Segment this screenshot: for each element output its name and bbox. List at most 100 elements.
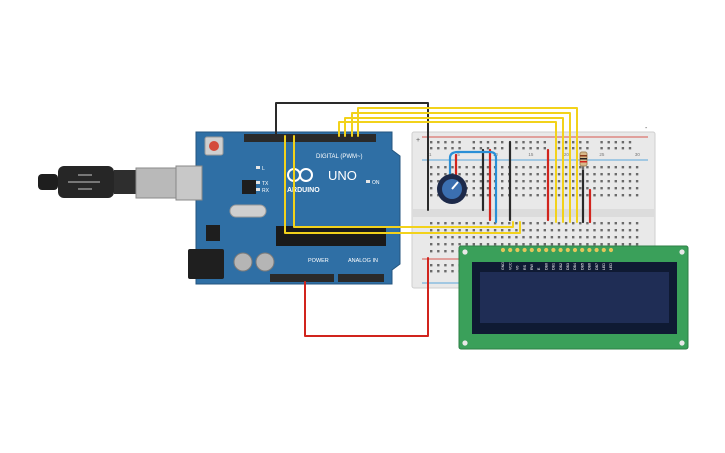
lcd-pin[interactable] bbox=[536, 247, 542, 253]
breadboard-hole bbox=[536, 187, 539, 190]
breadboard-hole bbox=[621, 236, 625, 239]
breadboard-hole bbox=[522, 166, 525, 169]
breadboard-hole bbox=[515, 141, 518, 144]
reset-button[interactable] bbox=[209, 141, 219, 151]
potentiometer[interactable] bbox=[437, 174, 467, 204]
breadboard-hole bbox=[586, 166, 589, 169]
breadboard-hole bbox=[444, 147, 447, 150]
lcd-pin[interactable] bbox=[594, 247, 599, 253]
breadboard-hole bbox=[628, 166, 632, 169]
breadboard-hole bbox=[529, 236, 532, 239]
breadboard-hole bbox=[501, 194, 504, 197]
lcd-pin[interactable] bbox=[515, 247, 520, 253]
breadboard-hole bbox=[628, 229, 632, 232]
breadboard-hole bbox=[472, 236, 475, 239]
breadboard-hole bbox=[579, 173, 582, 176]
wire-yellow-d11[interactable] bbox=[293, 135, 514, 228]
breadboard-hole bbox=[493, 222, 497, 225]
breadboard-hole bbox=[586, 229, 589, 232]
breadboard-hole bbox=[600, 147, 603, 150]
wire-yellow-d4[interactable] bbox=[344, 117, 564, 223]
breadboard-hole bbox=[444, 264, 447, 267]
breadboard-hole bbox=[486, 194, 490, 197]
breadboard-hole bbox=[501, 243, 504, 246]
breadboard-hole bbox=[607, 229, 610, 232]
breadboard-hole bbox=[536, 236, 539, 239]
breadboard-hole bbox=[479, 236, 483, 239]
wire-gnd-black[interactable] bbox=[275, 102, 429, 211]
breadboard-hole bbox=[444, 243, 447, 246]
breadboard-hole bbox=[479, 180, 483, 183]
lcd-pin[interactable] bbox=[572, 247, 578, 253]
breadboard-hole bbox=[465, 236, 468, 239]
breadboard-hole bbox=[572, 173, 575, 176]
breadboard-hole bbox=[614, 180, 617, 183]
wire-yellow-d2[interactable] bbox=[357, 107, 578, 223]
breadboard-hole bbox=[486, 236, 490, 239]
breadboard-hole bbox=[501, 141, 504, 144]
wire-yellow-d12[interactable] bbox=[284, 135, 521, 234]
breadboard-hole bbox=[600, 229, 603, 232]
breadboard-hole bbox=[501, 236, 504, 239]
lcd-pin[interactable] bbox=[580, 247, 585, 253]
breadboard-hole bbox=[628, 222, 632, 225]
breadboard-hole bbox=[550, 194, 554, 197]
breadboard-hole bbox=[536, 229, 539, 232]
breadboard-hole bbox=[564, 187, 568, 190]
breadboard-hole bbox=[564, 180, 568, 183]
wire-pot-blue[interactable] bbox=[448, 150, 498, 224]
breadboard-column-number: 15 bbox=[528, 152, 534, 157]
breadboard-hole bbox=[486, 243, 490, 246]
breadboard-hole bbox=[515, 147, 518, 150]
resistor[interactable] bbox=[579, 151, 588, 170]
breadboard-hole bbox=[550, 166, 554, 169]
wire-yellow-d5[interactable] bbox=[338, 121, 557, 223]
wires[interactable] bbox=[275, 102, 592, 337]
arduino-uno-board[interactable]: DIGITAL (PWM~) POWER ANALOG IN ARDUINO U… bbox=[175, 131, 401, 285]
usb-cable[interactable] bbox=[38, 166, 177, 199]
lcd-pin[interactable] bbox=[508, 247, 513, 253]
breadboard-hole bbox=[522, 194, 525, 197]
breadboard-hole bbox=[543, 236, 546, 239]
tx-label: TX bbox=[262, 181, 269, 187]
wire-yellow-d3[interactable] bbox=[351, 112, 571, 223]
wire-5v-red[interactable] bbox=[304, 257, 429, 337]
breadboard-hole bbox=[529, 147, 532, 150]
breadboard-hole bbox=[437, 243, 440, 246]
breadboard-hole bbox=[515, 194, 518, 197]
breadboard-hole bbox=[536, 180, 539, 183]
lcd-pin[interactable] bbox=[551, 247, 556, 253]
breadboard-hole bbox=[529, 222, 532, 225]
breadboard-hole bbox=[543, 166, 546, 169]
breadboard-hole bbox=[536, 222, 539, 225]
breadboard-hole bbox=[600, 222, 603, 225]
usb-jack bbox=[175, 165, 203, 201]
lcd-pin[interactable] bbox=[500, 247, 506, 253]
breadboard-hole bbox=[579, 236, 582, 239]
breadboard-hole bbox=[486, 187, 490, 190]
breadboard-hole bbox=[572, 147, 575, 150]
breadboard-hole bbox=[458, 243, 461, 246]
breadboard-hole bbox=[593, 173, 596, 176]
breadboard-hole bbox=[465, 180, 468, 183]
breadboard-hole bbox=[451, 264, 454, 267]
breadboard-hole bbox=[493, 147, 497, 150]
lcd-pin[interactable] bbox=[608, 247, 614, 253]
lcd-pin[interactable] bbox=[529, 247, 534, 253]
breadboard-hole bbox=[628, 147, 632, 150]
breadboard-hole bbox=[430, 147, 433, 150]
breadboard-hole bbox=[572, 229, 575, 232]
lcd-pin[interactable] bbox=[565, 247, 570, 253]
lcd-pin[interactable] bbox=[558, 247, 563, 253]
breadboard-hole bbox=[451, 229, 454, 232]
lcd-pin[interactable] bbox=[522, 247, 527, 253]
breadboard-hole bbox=[430, 180, 433, 183]
breadboard-hole bbox=[458, 236, 461, 239]
lcd-pin[interactable] bbox=[601, 247, 606, 253]
breadboard-hole bbox=[437, 180, 440, 183]
lcd-pin[interactable] bbox=[587, 247, 592, 253]
breadboard-hole bbox=[607, 236, 610, 239]
lcd-pin[interactable] bbox=[544, 247, 549, 253]
